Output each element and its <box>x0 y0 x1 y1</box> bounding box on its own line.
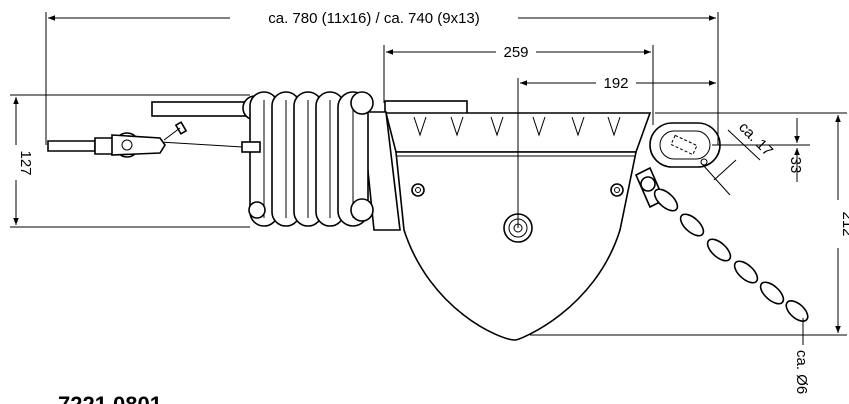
dim-overall-length: ca. 780 (11x16) / ca. 740 (9x13) <box>268 10 480 27</box>
housing <box>361 100 652 341</box>
dim-hook-17: ca. 17 <box>735 119 776 160</box>
screw-right <box>610 183 624 197</box>
dim-33: 33 <box>787 157 804 174</box>
chain <box>634 166 809 322</box>
housing-teeth <box>413 116 621 137</box>
dimension-lines <box>10 12 847 345</box>
dim-127: 127 <box>17 150 34 175</box>
dim-chain-dia: ca. Ø6 <box>793 350 810 394</box>
screw-left <box>411 183 425 197</box>
part-number: 7221.0801 <box>58 392 162 404</box>
dim-212: 212 <box>839 211 849 236</box>
dim-192: 192 <box>603 75 628 92</box>
cable-connector <box>47 121 261 158</box>
coiled-hose <box>151 91 374 227</box>
dim-259: 259 <box>503 44 528 61</box>
hook <box>649 122 721 168</box>
